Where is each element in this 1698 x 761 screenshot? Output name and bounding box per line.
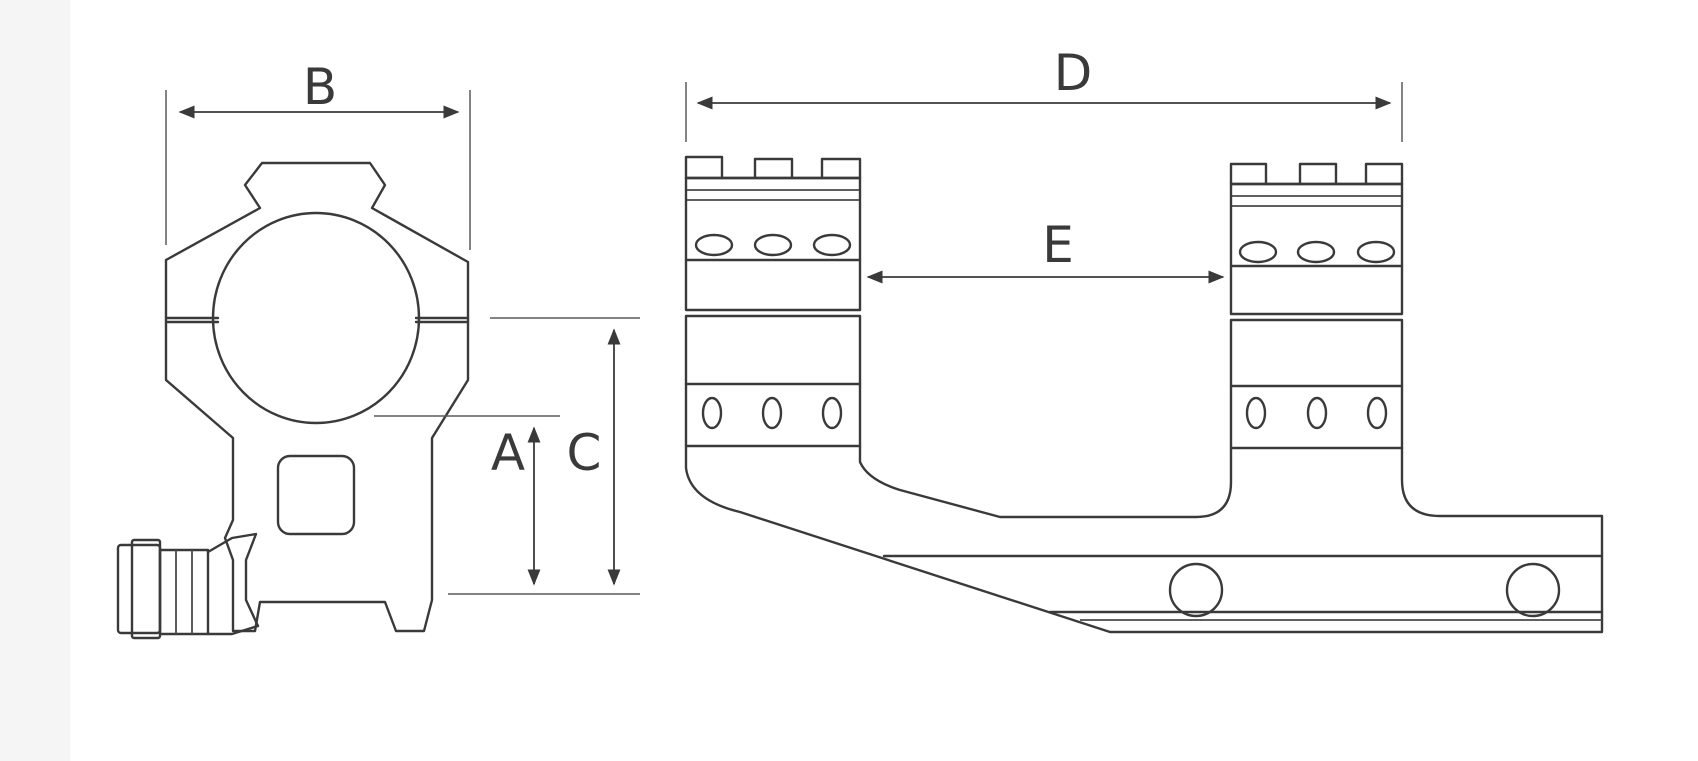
scope-tube-circle	[211, 211, 421, 425]
dimension-d	[685, 82, 1403, 142]
ring-body-outline	[164, 161, 470, 633]
cross-bolt-left	[1168, 562, 1224, 618]
dimension-a	[374, 415, 560, 586]
mount-base	[684, 444, 1604, 634]
drawing-canvas	[70, 0, 1698, 761]
label-e: E	[1042, 216, 1074, 274]
dimension-c	[448, 317, 640, 595]
label-d: D	[1054, 44, 1093, 102]
label-c: C	[567, 424, 602, 482]
left-ring-stack	[684, 155, 862, 448]
end-view	[116, 90, 640, 640]
dimension-b	[165, 90, 471, 250]
cross-bolt-right	[1505, 562, 1561, 618]
right-ring-stack	[1229, 162, 1404, 450]
clamp-knob	[116, 532, 260, 640]
label-b: B	[303, 58, 337, 116]
body-window	[276, 454, 356, 536]
label-a: A	[491, 424, 525, 482]
side-view	[684, 82, 1604, 634]
